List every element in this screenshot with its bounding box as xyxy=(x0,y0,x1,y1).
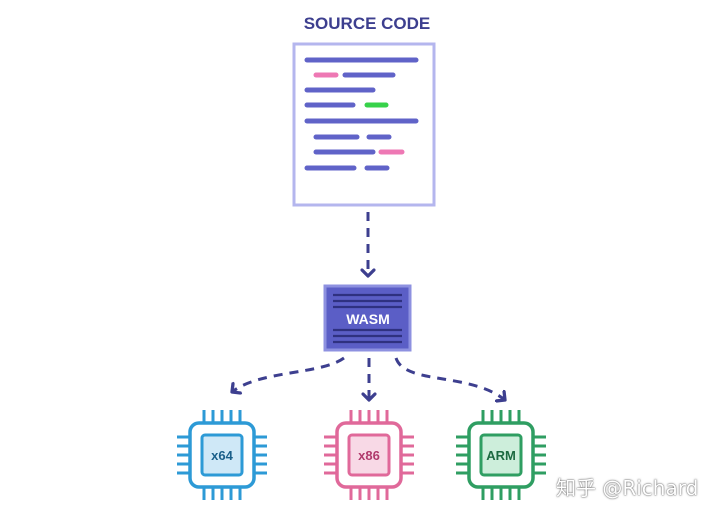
code-lines xyxy=(304,57,419,171)
chip-label: x86 xyxy=(358,448,380,463)
arrow-wasm-to-x64 xyxy=(232,356,345,392)
chip-label: x64 xyxy=(211,448,233,463)
wasm-label: WASM xyxy=(346,311,390,327)
chip-x64: x64 xyxy=(177,410,267,500)
chip-label: ARM xyxy=(486,448,516,463)
chip-arm: ARM xyxy=(456,410,546,500)
target-chips: x64 x86 ARM xyxy=(177,410,546,500)
watermark: 知乎 @Richard xyxy=(556,476,699,500)
source-code-document xyxy=(292,42,436,207)
source-code-title: SOURCE CODE xyxy=(304,14,431,33)
wasm-module: WASM xyxy=(323,284,412,352)
arrow-wasm-to-arm xyxy=(394,357,505,400)
chip-x86: x86 xyxy=(324,410,414,500)
